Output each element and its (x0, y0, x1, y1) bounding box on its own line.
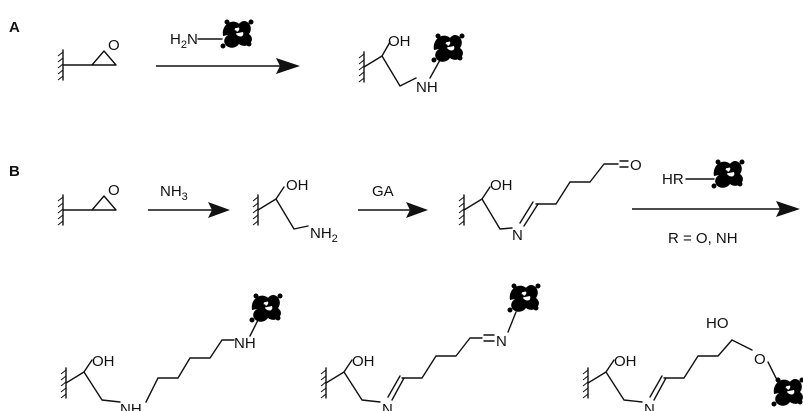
hydroxyl-label: OH (614, 353, 637, 370)
protein-icon (507, 283, 541, 313)
amine-label: NH2 (310, 225, 338, 245)
hydroxyl-label: OH (490, 177, 513, 194)
ether-oxygen-label: O (754, 351, 766, 368)
amino-alcohol: OH NH2 (252, 177, 338, 245)
imine-end-label: N (496, 333, 507, 350)
protein-icon (249, 293, 283, 323)
svg-text:H2N: H2N (170, 31, 198, 51)
imine-aldehyde: OH N O (458, 157, 642, 244)
hydroxyl-label: OH (286, 177, 309, 194)
hydroxyl-label: OH (388, 33, 411, 50)
epoxide-surface-b: O (57, 182, 120, 226)
reaction-arrow-a (156, 58, 300, 74)
reagent-amine-protein: H2N (170, 19, 254, 51)
reaction-arrow-coupling (632, 201, 800, 217)
panel-label-b: B (9, 163, 20, 180)
hydroxyl-label: OH (352, 353, 375, 370)
imine-n-label: N (512, 227, 523, 244)
reaction-arrow-ga (358, 202, 428, 218)
product-a: OH NH (358, 33, 465, 96)
protein-icon (431, 33, 465, 63)
hemiacetal-hydroxyl-label: HO (706, 315, 729, 332)
imine-n-label: N (382, 401, 393, 411)
epoxide-surface-a: O (57, 37, 120, 81)
aldehyde-oxygen: O (630, 157, 642, 174)
epoxide-oxygen: O (108, 37, 120, 54)
protein-icon (220, 19, 254, 49)
protein-icon (711, 159, 745, 189)
product-amine: OH NH NH (60, 293, 283, 411)
panel-label-a: A (9, 19, 20, 36)
svg-text:HR: HR (662, 171, 684, 188)
amine-link-label: NH (416, 79, 438, 96)
reagent-ammonia: NH3 (160, 183, 188, 203)
product-hemiacetal: OH N HO O (582, 315, 803, 411)
protein-icon (771, 377, 803, 407)
reagent-hr-protein: HR (662, 159, 745, 189)
epoxide-oxygen: O (108, 182, 120, 199)
imine-n-label: N (644, 401, 655, 411)
reagent-glutaraldehyde: GA (372, 183, 394, 200)
product-imine: OH N N (320, 283, 541, 411)
coupling-condition: R = O, NH (668, 230, 738, 247)
amine-link-label: NH (120, 401, 142, 411)
reaction-arrow-nh3 (148, 202, 230, 218)
amine-end-label: NH (234, 335, 256, 352)
hydroxyl-label: OH (92, 353, 115, 370)
